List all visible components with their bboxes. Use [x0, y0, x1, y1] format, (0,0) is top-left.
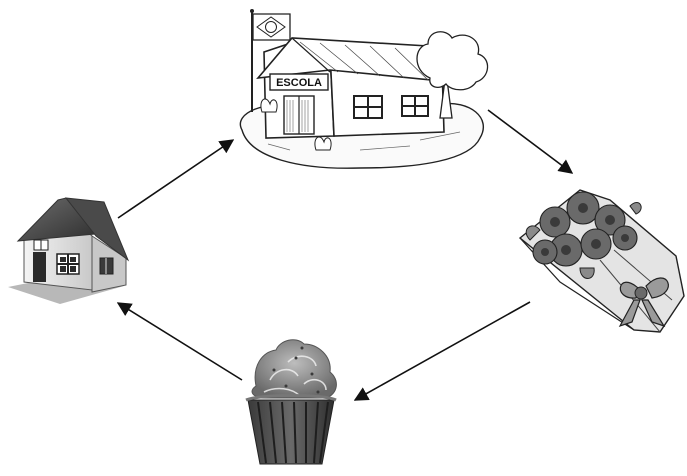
- arrow-bouquet-to-cupcake: [353, 301, 531, 401]
- cupcake-icon: [245, 339, 337, 465]
- arrow-house-to-school: [117, 139, 235, 219]
- arrow-cupcake-to-house: [116, 302, 243, 381]
- flower-bouquet-icon: [518, 189, 685, 333]
- house-icon: [8, 197, 130, 304]
- school-icon: ESCOLA: [239, 9, 489, 169]
- arrow-school-to-bouquet: [487, 109, 574, 174]
- school-sign-text: ESCOLA: [276, 77, 322, 89]
